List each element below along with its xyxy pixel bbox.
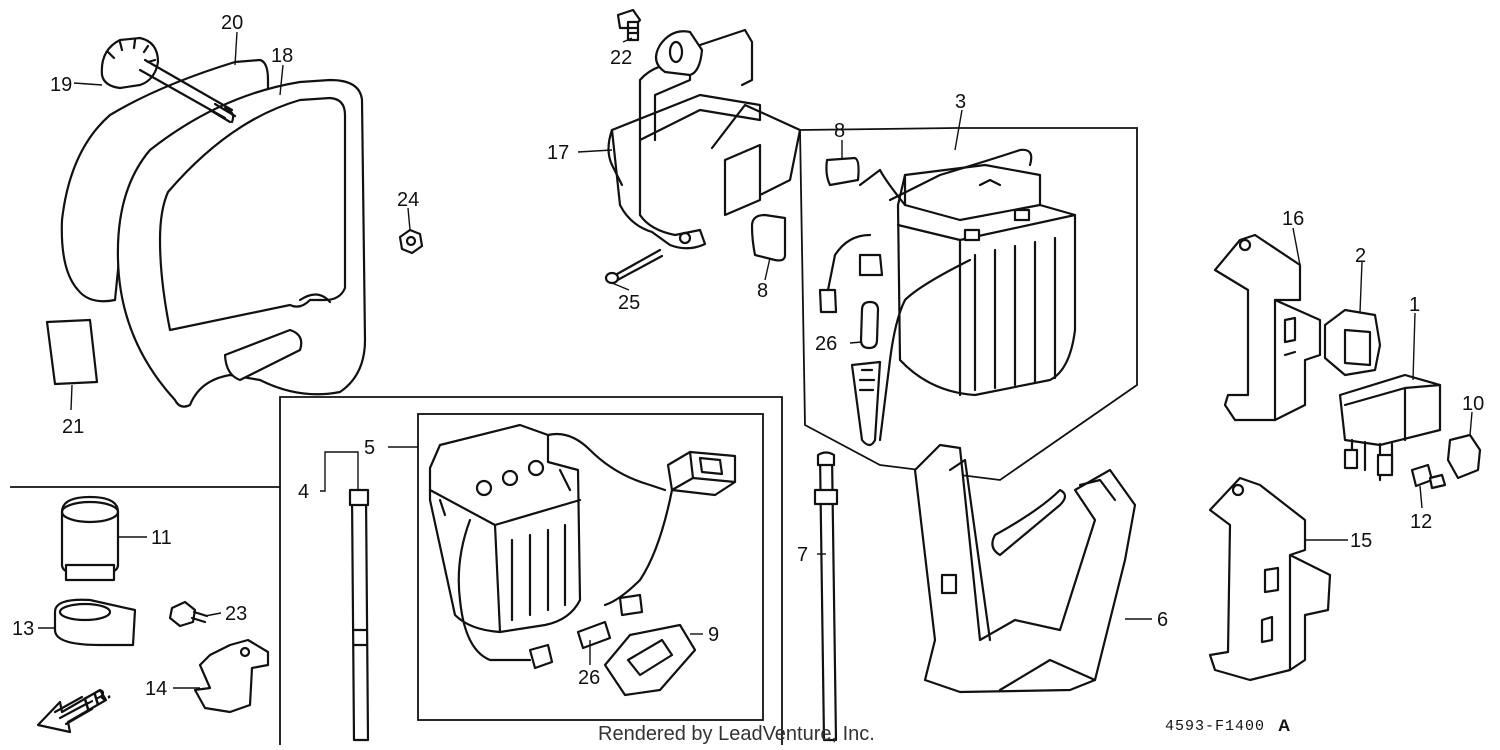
callout-8-lower: 8 (757, 280, 768, 302)
callout-13: 13 (12, 618, 34, 640)
callout-22: 22 (610, 47, 632, 69)
callout-24: 24 (397, 189, 419, 211)
callout-15: 15 (1350, 530, 1372, 552)
callout-3: 3 (955, 91, 966, 113)
footer-credit: Rendered by LeadVenture, Inc. (598, 723, 875, 745)
callout-12: 12 (1410, 511, 1432, 533)
callout-19: 19 (50, 74, 72, 96)
callout-26-lower: 26 (578, 667, 600, 689)
callout-17: 17 (547, 142, 569, 164)
callout-1: 1 (1409, 294, 1420, 316)
battery-band-drawing (913, 443, 1137, 694)
callout-9: 9 (708, 624, 719, 646)
callout-2: 2 (1355, 245, 1366, 267)
diagram-code: 4593-F1400 (1165, 718, 1265, 735)
diagram-code-suffix: A (1278, 716, 1290, 735)
leader-lines (38, 31, 1473, 689)
battery-holder-drawing (604, 8, 860, 285)
nut-drawing (398, 228, 424, 255)
callout-7: 7 (797, 544, 808, 566)
callout-6: 6 (1157, 609, 1168, 631)
battery-5-drawing (348, 423, 737, 742)
callout-21: 21 (62, 416, 84, 438)
callout-labels: 20 18 19 24 21 22 17 25 8 8 3 26 16 2 1 … (12, 12, 1484, 700)
side-cover-drawing (45, 36, 367, 408)
vent-tube-7-drawing (813, 451, 839, 742)
callout-18: 18 (271, 45, 293, 67)
callout-8-upper: 8 (834, 120, 845, 142)
callout-25: 25 (618, 292, 640, 314)
callout-11: 11 (151, 527, 172, 549)
callout-14: 14 (145, 678, 167, 700)
callout-16: 16 (1282, 208, 1304, 230)
frame-lines (10, 127, 1138, 745)
callout-10: 10 (1462, 393, 1484, 415)
small-parts-drawing (36, 495, 270, 734)
callout-20: 20 (221, 12, 243, 34)
callout-23: 23 (225, 603, 247, 625)
callout-26-upper: 26 (815, 333, 837, 355)
callout-4: 4 (298, 481, 309, 503)
relay-group-drawing (1208, 233, 1482, 682)
battery-drawing (818, 148, 1077, 447)
callout-5: 5 (364, 437, 375, 459)
